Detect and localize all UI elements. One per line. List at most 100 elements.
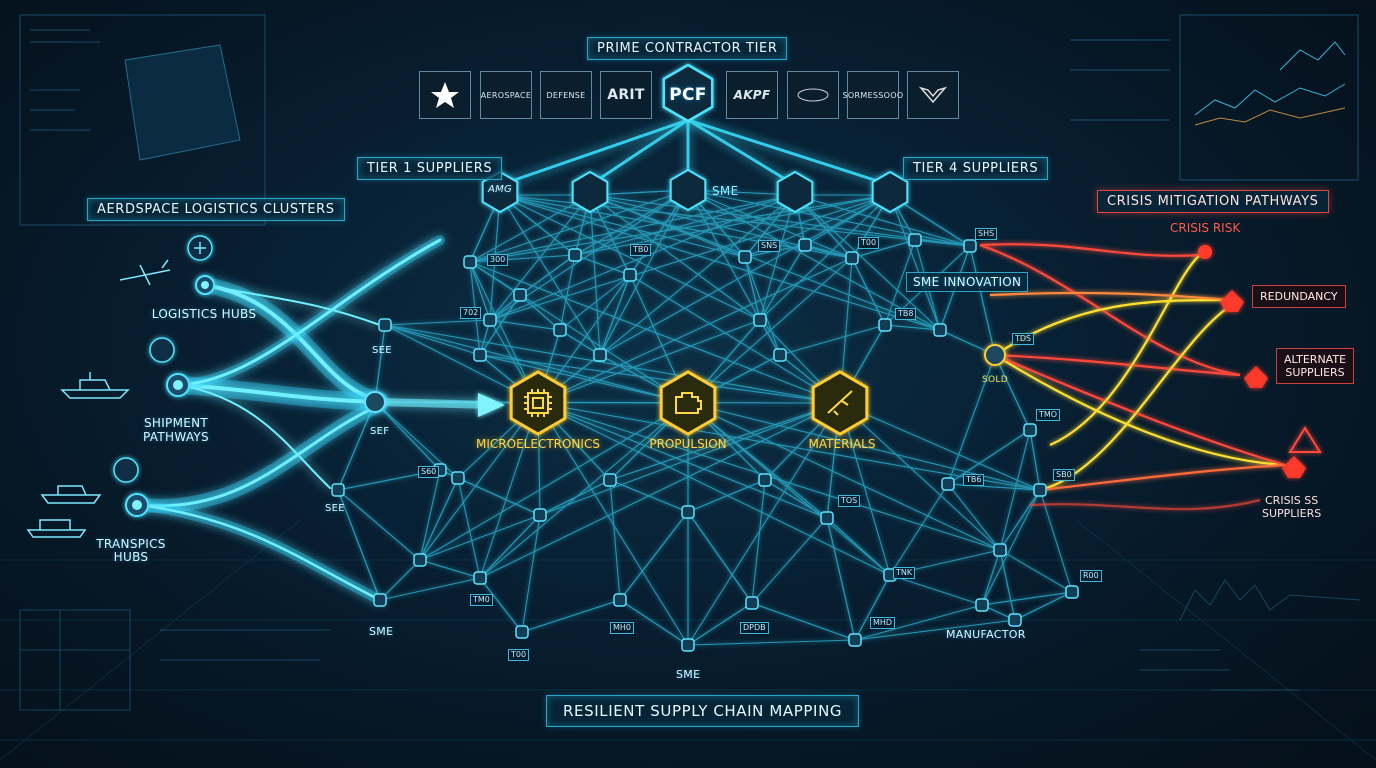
supplier-node[interactable] <box>908 233 922 247</box>
prime-tier-title: PRIME CONTRACTOR TIER <box>587 37 788 60</box>
supplier-node[interactable] <box>845 251 859 265</box>
node-tag: TOS <box>838 495 861 507</box>
ship-icon <box>26 372 130 538</box>
supplier-node[interactable] <box>331 483 345 497</box>
redundancy-icon <box>1220 290 1244 312</box>
supplier-node[interactable] <box>593 348 607 362</box>
crisis-markers <box>1198 245 1322 478</box>
aero-clusters-title: AERDSPACE LOGISTICS CLUSTERS <box>87 198 345 221</box>
supplier-node[interactable] <box>681 505 695 519</box>
crisis-suppliers-icon <box>1282 456 1306 478</box>
supplier-node[interactable] <box>623 268 637 282</box>
supplier-node[interactable] <box>568 248 582 262</box>
supplier-node[interactable] <box>681 638 695 652</box>
prime-logo-wings <box>907 71 959 119</box>
star-icon <box>431 82 459 108</box>
supplier-node[interactable] <box>820 511 834 525</box>
supplier-node[interactable] <box>1033 483 1047 497</box>
supplier-node[interactable] <box>933 323 947 337</box>
propulsion-hub[interactable] <box>659 370 717 436</box>
redundancy-label: REDUNDANCY <box>1252 285 1346 308</box>
supplier-node[interactable] <box>373 593 387 607</box>
node-tag: TB8 <box>895 308 917 320</box>
crisis-risk-label: CRISIS RISK <box>1170 221 1241 235</box>
supplier-node[interactable] <box>413 553 427 567</box>
node-tag: TM0 <box>470 594 493 606</box>
node-tag: 702 <box>460 307 482 319</box>
sef-label: SEF <box>370 426 390 437</box>
supplier-node[interactable] <box>941 477 955 491</box>
hud-panel-bottom-right <box>1140 579 1361 691</box>
supplier-node[interactable] <box>738 250 752 264</box>
supplier-node[interactable] <box>533 508 547 522</box>
alternate-suppliers-label: ALTERNATE SUPPLIERS <box>1276 348 1355 384</box>
supplier-node[interactable] <box>753 313 767 327</box>
node-tag: TDS <box>1012 333 1035 345</box>
supplier-node[interactable] <box>878 318 892 332</box>
prime-logo-sormessooo: SORMESSOOO <box>843 71 903 119</box>
supplier-node[interactable] <box>848 633 862 647</box>
prime-logo-star <box>419 71 471 119</box>
supplier-node[interactable] <box>1008 613 1022 627</box>
supplier-node[interactable] <box>745 596 759 610</box>
prime-links <box>499 118 891 187</box>
hud-panel-top-left <box>19 14 266 226</box>
node-tag: TB6 <box>963 474 985 486</box>
sme-innovation-label: SME INNOVATION <box>906 272 1029 292</box>
node-tag: SHS <box>975 228 998 240</box>
supplier-node[interactable] <box>773 348 787 362</box>
logistics-streams <box>133 235 494 605</box>
sme-left-label: SME <box>369 625 394 638</box>
supplier-node[interactable] <box>473 348 487 362</box>
supplier-node[interactable] <box>483 313 497 327</box>
supplier-node[interactable] <box>451 471 465 485</box>
hub-node[interactable] <box>364 391 386 413</box>
crisis-pathways-title: CRISIS MITIGATION PATHWAYS <box>1097 190 1329 213</box>
engine-icon <box>675 392 702 414</box>
supplier-node[interactable] <box>993 543 1007 557</box>
supplier-node[interactable] <box>975 598 989 612</box>
alternate-icon <box>1244 366 1268 388</box>
prime-logo-aerospace: AEROSPACE <box>480 71 532 119</box>
prime-hub-hexagon[interactable] <box>662 63 714 123</box>
node-tag: T00 <box>858 237 880 249</box>
supplier-node[interactable] <box>603 473 617 487</box>
supplier-node[interactable] <box>1065 585 1079 599</box>
tier1-hub-sme[interactable] <box>669 168 707 212</box>
supplier-node[interactable] <box>515 625 529 639</box>
supplier-node[interactable] <box>963 239 977 253</box>
microelectronics-hub[interactable] <box>509 370 567 436</box>
see-label-1: SEE <box>372 345 392 356</box>
tier1-hub-2[interactable] <box>571 170 609 214</box>
shipment-pathways-label: SHIPMENT PATHWAYS <box>143 416 209 444</box>
node-tag: 300 <box>487 254 509 266</box>
see-label-2: SEE <box>325 503 345 514</box>
supplier-node[interactable] <box>513 288 527 302</box>
supplier-node[interactable] <box>378 318 392 332</box>
rifle-icon <box>827 390 853 416</box>
hub-node[interactable] <box>984 344 1006 366</box>
prime-logo-defense: DEFENSE <box>540 71 592 119</box>
tier1-hub-amg[interactable] <box>481 170 519 214</box>
supplier-node[interactable] <box>463 255 477 269</box>
tier4-hub[interactable] <box>871 170 909 214</box>
tier1-hub-target[interactable] <box>776 170 814 214</box>
node-tag: DPDB <box>740 622 769 634</box>
node-tag: SB0 <box>1053 469 1075 481</box>
chip-icon <box>524 389 552 417</box>
supplier-node[interactable] <box>798 238 812 252</box>
materials-label: MATERIALS <box>808 437 876 451</box>
node-tag: S60 <box>418 466 440 478</box>
supplier-node[interactable] <box>473 571 487 585</box>
node-tag: MHD <box>870 617 896 629</box>
supplier-node[interactable] <box>613 593 627 607</box>
supplier-node[interactable] <box>553 323 567 337</box>
prime-hub-label: PCF <box>669 85 707 105</box>
supplier-node[interactable] <box>1023 423 1037 437</box>
tier1-hub-sme: SME <box>712 184 739 198</box>
supplier-node[interactable] <box>758 473 772 487</box>
propulsion-label: PROPULSION <box>649 437 727 451</box>
crisis-risk-icon <box>1198 245 1212 259</box>
logistics-hubs-label: LOGISTICS HUBS <box>151 307 257 321</box>
